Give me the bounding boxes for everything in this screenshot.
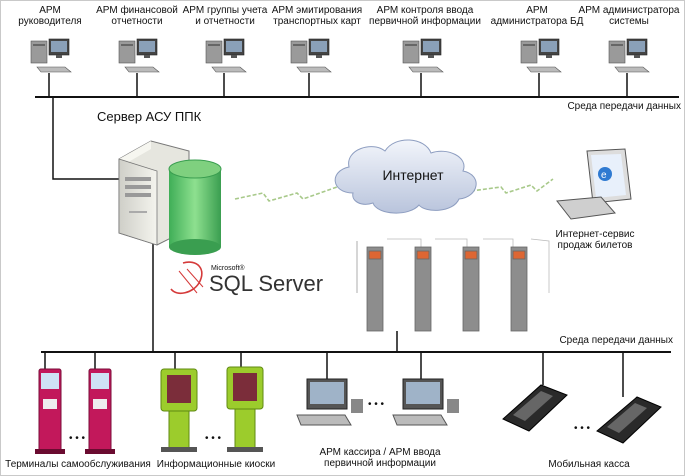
self-service-terminal-2 [85, 368, 115, 454]
ellipsis-cashier: • • • [367, 399, 385, 410]
bottom-network-label: Среда передачи данных [559, 335, 673, 346]
top-network-label: Среда передачи данных [567, 101, 681, 112]
kiosks-label: Информационные киоски [156, 459, 276, 470]
info-kiosk-2 [226, 366, 264, 452]
ellipsis-kiosks: • • • [204, 433, 222, 444]
top-pc-2 [118, 38, 160, 73]
top-network-bus [35, 96, 679, 98]
internet-service-pc: e [556, 148, 632, 220]
mobile-cash-label: Мобильная касса [548, 459, 630, 470]
info-kiosk-1 [160, 368, 198, 452]
database-icon [168, 159, 222, 255]
top-pc-1 [30, 38, 72, 73]
server-label: Сервер АСУ ППК [97, 109, 202, 124]
top-pc-6 [520, 38, 562, 73]
top-pc-7 [608, 38, 650, 73]
ellipsis-mobile: • • • [573, 423, 591, 434]
internet-label: Интернет [382, 167, 444, 183]
svg-text:e: e [601, 170, 607, 181]
terminals-label: Терминалы самообслуживания [5, 459, 151, 470]
top-drops [48, 73, 628, 97]
top-pc-5 [402, 38, 444, 73]
sql-server-logo-icon [170, 261, 204, 295]
bottom-network-bus [41, 351, 671, 353]
sql-logo-brand: Microsoft® [211, 265, 245, 272]
mobile-cash-2 [596, 396, 662, 444]
ellipsis-terminals: • • • [68, 433, 86, 444]
wireless-links [234, 178, 554, 202]
top-pc-3 [205, 38, 247, 73]
sql-logo-product: SQL Server [209, 271, 324, 296]
top-pc-4 [290, 38, 332, 73]
turnstiles [356, 238, 550, 351]
cashier-pc-2 [392, 378, 459, 426]
mobile-cash-1 [502, 384, 568, 432]
self-service-terminal-1 [35, 368, 65, 454]
server-link [52, 97, 154, 351]
cashier-pc-1 [296, 378, 363, 426]
internet-cloud [334, 139, 477, 214]
